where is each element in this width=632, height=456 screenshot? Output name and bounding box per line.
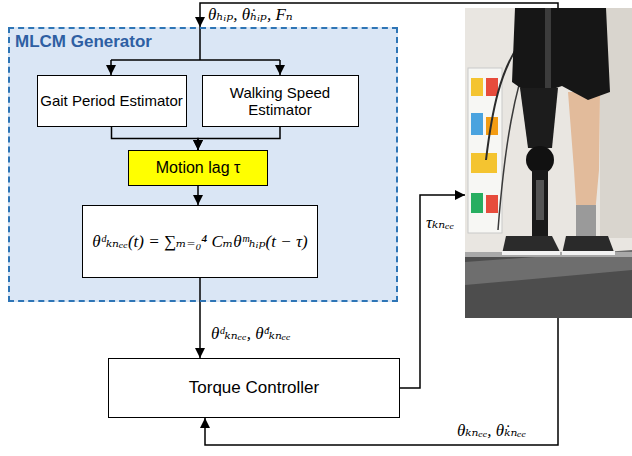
node-text: Motion lag τ <box>156 159 241 177</box>
walking-photo <box>486 195 498 213</box>
walking-photo <box>502 236 560 254</box>
highlight-box: Motion lag τ <box>128 150 268 186</box>
feedback-wire <box>200 3 558 27</box>
walking-photo <box>471 113 483 135</box>
process-box: Walking Speed Estimator <box>202 75 359 127</box>
walking-photo <box>486 78 498 96</box>
walking-photo <box>465 250 632 285</box>
formula-box: θᵈₖₙₑₑ(t) = ∑ₘ₌₀⁴ Cₘθᵐₕᵢₚ(t − τ) <box>82 205 318 278</box>
walking-photo <box>502 251 560 255</box>
signal-label: θₕᵢₚ, θ̇ₕᵢₚ, Fₙ <box>206 6 295 25</box>
process-box: Gait Period Estimator <box>37 75 187 127</box>
walking-photo <box>576 205 596 237</box>
walking-photo <box>471 78 483 96</box>
flow-arrow <box>112 127 199 150</box>
walking-photo <box>465 8 632 318</box>
flow-arrow <box>197 186 199 205</box>
walking-photo <box>532 170 548 236</box>
walking-photo <box>545 8 551 88</box>
walking-photo <box>465 252 632 257</box>
walking-photo <box>465 8 632 318</box>
walking-photo <box>568 92 600 236</box>
node-text: Torque Controller <box>189 378 319 398</box>
walking-photo <box>471 153 497 173</box>
walking-photo <box>562 251 615 255</box>
generator-group: Gait Period Estimator Walking Speed Estim… <box>8 27 398 302</box>
split-wire <box>110 60 112 75</box>
walking-photo <box>512 8 610 100</box>
signal-label: θᵈₖₙₑₑ, θ̇ᵈₖₙₑₑ <box>209 325 293 344</box>
flow-arrow <box>198 127 280 150</box>
node-text: Walking Speed Estimator <box>203 84 358 119</box>
node-text: θᵈₖₙₑₑ(t) = ∑ₘ₌₀⁴ Cₘθᵐₕᵢₚ(t − τ) <box>92 232 307 252</box>
walking-photo <box>520 88 558 148</box>
split-wire <box>279 60 281 75</box>
flow-arrow <box>199 278 201 358</box>
walking-photo <box>536 180 544 220</box>
signal-label: τₖₙₑₑ <box>424 214 456 233</box>
signal-label: θₖₙₑₑ, θ̇ₖₙₑₑ <box>455 422 528 441</box>
walking-photo <box>562 236 614 254</box>
controller-box: Torque Controller <box>108 358 400 418</box>
walking-photo <box>471 193 483 213</box>
group-heading: MLCM Generator <box>15 32 152 52</box>
node-text: Gait Period Estimator <box>40 92 183 109</box>
walking-photo <box>526 146 554 174</box>
generator-fill <box>8 27 398 302</box>
torque-wire <box>400 195 465 388</box>
